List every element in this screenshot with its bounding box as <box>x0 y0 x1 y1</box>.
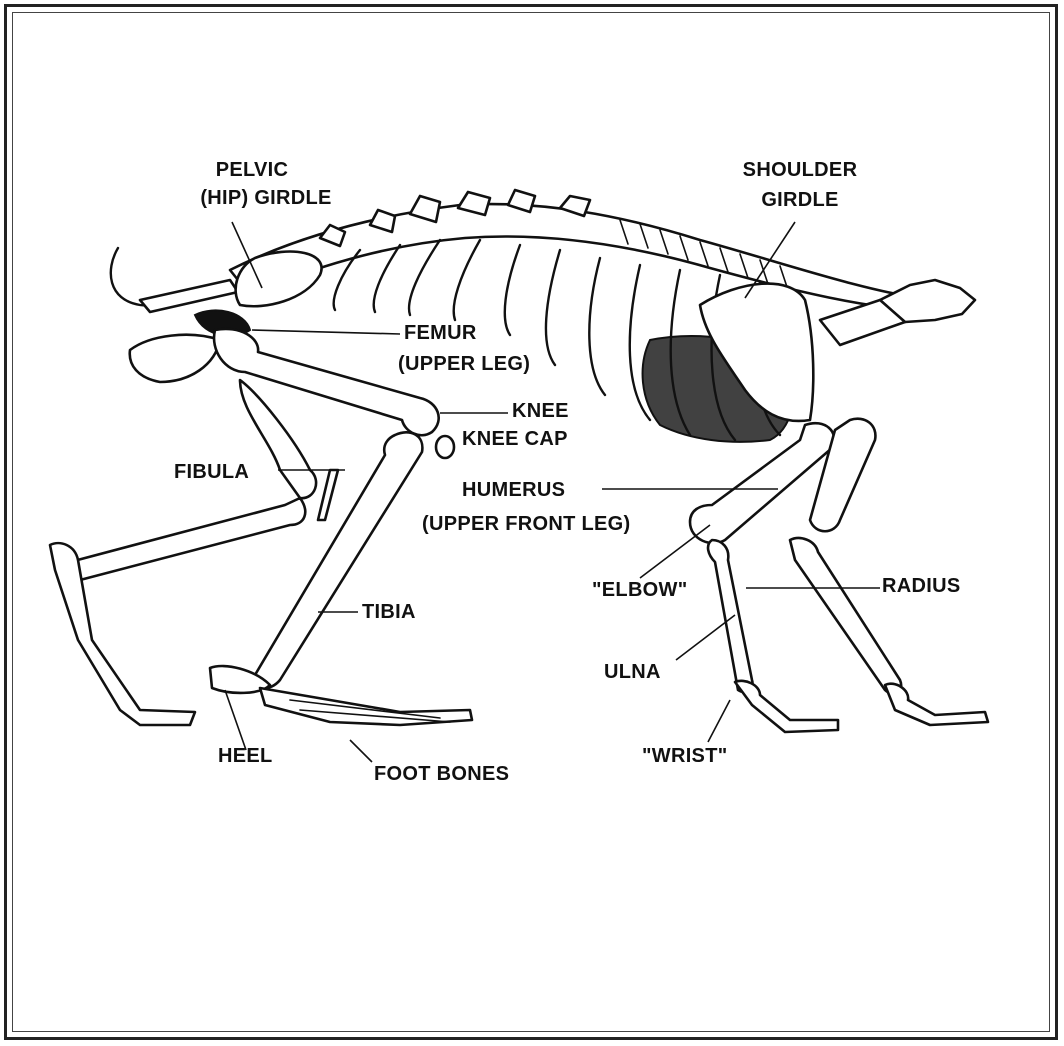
knee-cap <box>436 436 454 458</box>
near-front-foot <box>735 681 838 732</box>
tail-vertebrae <box>140 280 238 312</box>
label-girdle: GIRDLE <box>761 188 838 212</box>
label-pelvic: PELVIC <box>216 158 289 182</box>
label-tibia: TIBIA <box>362 600 416 624</box>
ulna <box>708 540 753 692</box>
spine <box>230 204 940 312</box>
shin-far <box>66 498 305 580</box>
label-heel: HEEL <box>218 744 273 768</box>
ischium <box>130 335 220 382</box>
label-fibula: FIBULA <box>174 460 249 484</box>
label-shoulder: SHOULDER <box>743 158 858 182</box>
label-wrist: "WRIST" <box>642 744 728 768</box>
femur-hind-far <box>240 380 316 498</box>
far-front-foot <box>885 684 988 725</box>
radius <box>790 538 901 694</box>
label-upper-leg: (UPPER LEG) <box>398 352 530 376</box>
label-upper-front-leg: (UPPER FRONT LEG) <box>422 512 630 536</box>
near-hind-foot <box>260 688 472 725</box>
label-humerus: HUMERUS <box>462 478 565 502</box>
label-ulna: ULNA <box>604 660 661 684</box>
far-hind-foot <box>50 543 195 725</box>
label-elbow: "ELBOW" <box>592 578 688 602</box>
label-foot-bones: FOOT BONES <box>374 762 509 786</box>
fibula <box>318 470 338 520</box>
label-radius: RADIUS <box>882 574 960 598</box>
label-femur: FEMUR <box>404 321 477 345</box>
label-knee-cap: KNEE CAP <box>462 427 568 451</box>
label-hip-girdle: (HIP) GIRDLE <box>200 186 331 210</box>
label-knee: KNEE <box>512 399 569 423</box>
